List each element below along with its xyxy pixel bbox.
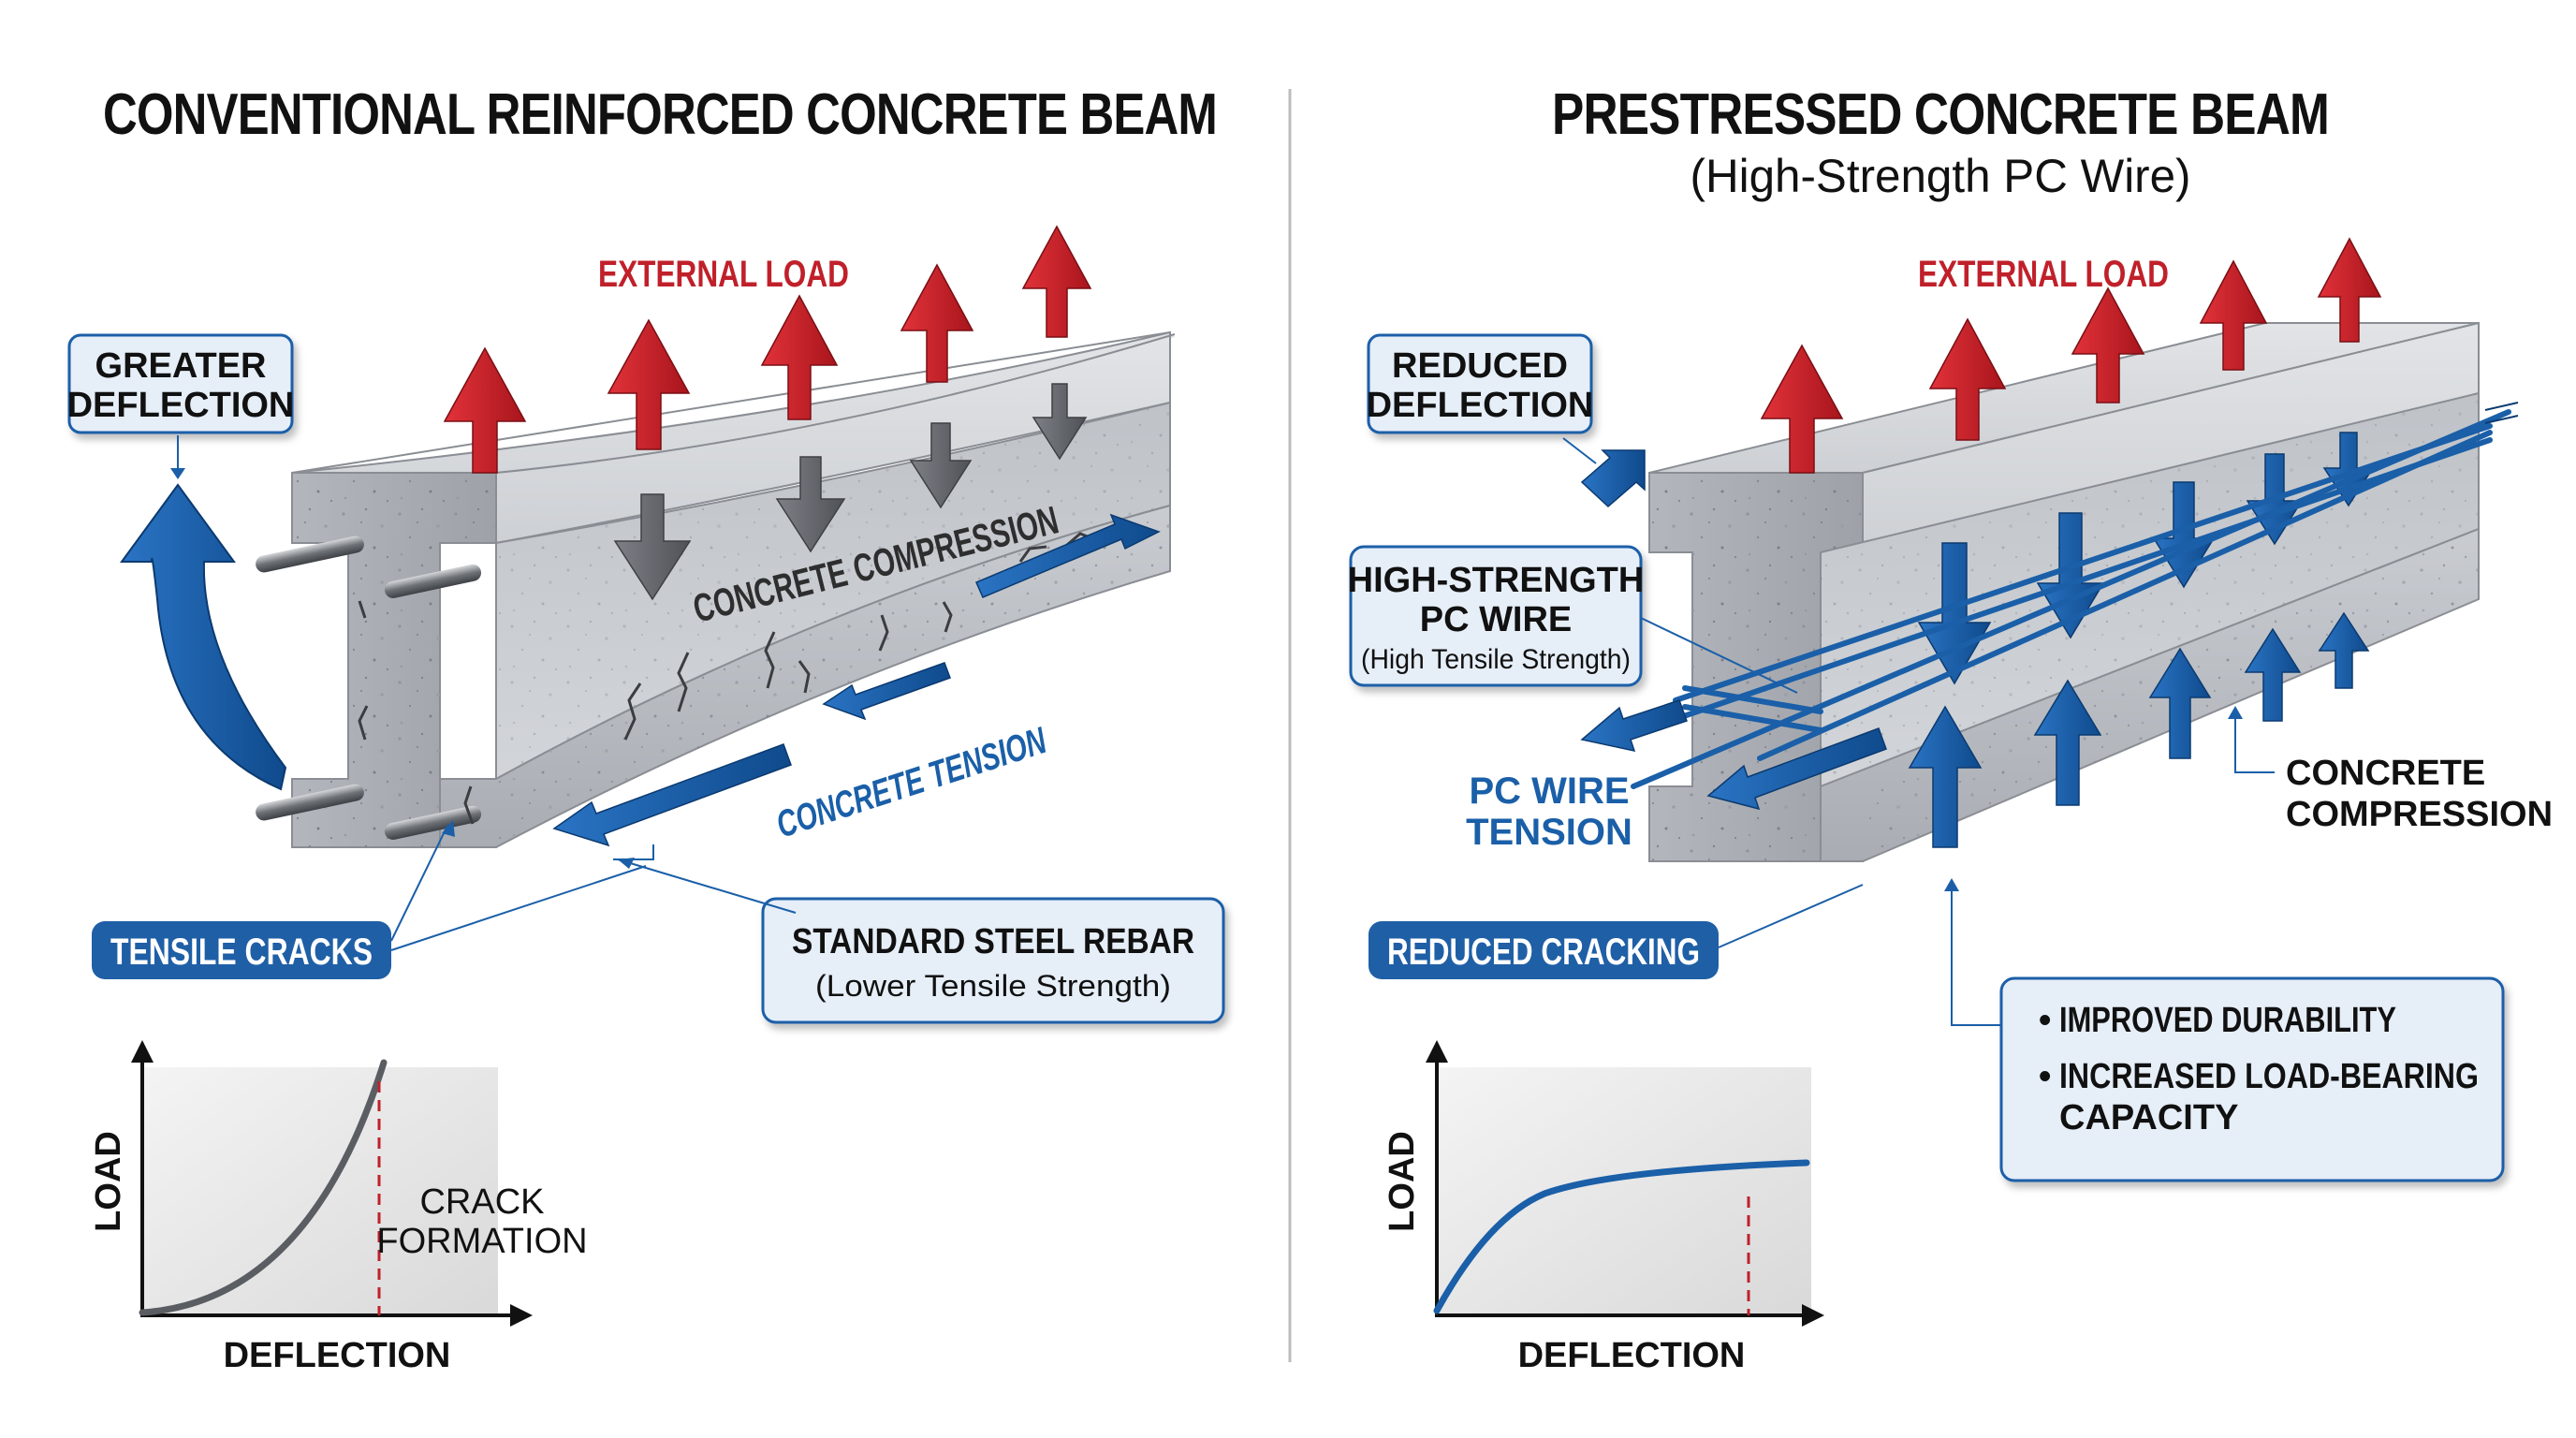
benefit-capacity: CAPACITY (2059, 1098, 2238, 1137)
gray-compression-arrow (775, 456, 846, 553)
right-load-deflection-graph: LOAD DEFLECTION (1383, 1040, 1824, 1375)
right-beam (1580, 237, 2519, 862)
left-load-deflection-graph: LOAD DEFLECTION CRACK FORMATION (89, 1040, 588, 1375)
pc-wire-tension-line1: PC WIRE (1469, 770, 1629, 812)
right-panel: PRESTRESSED CONCRETE BEAM (High-Strength… (1348, 82, 2553, 1375)
svg-text:•: • (2039, 1001, 2051, 1040)
reduced-deflection-arrow (1580, 449, 1646, 508)
left-external-load-arrows (443, 225, 1092, 474)
red-load-arrow (1021, 225, 1092, 338)
right-compression-line2: COMPRESSION (2286, 795, 2553, 834)
greater-deflection-callout: GREATER DEFLECTION (67, 333, 295, 479)
red-load-arrow (2071, 286, 2145, 404)
blue-tension-arrow (552, 743, 792, 847)
gray-compression-arrow (1032, 383, 1088, 461)
left-external-load-label: EXTERNAL LOAD (598, 254, 849, 295)
reduced-cracking-pill: REDUCED CRACKING (1368, 884, 1864, 979)
greater-deflection-line2: DEFLECTION (67, 386, 295, 425)
benefit-load-bearing: INCREASED LOAD-BEARING (2059, 1057, 2479, 1096)
blue-up-arrow (2318, 611, 2370, 689)
crack-formation-line1: CRACK (419, 1182, 544, 1222)
right-compression-callout: CONCRETE COMPRESSION (2228, 706, 2553, 834)
blue-tension-arrow (975, 513, 1161, 598)
right-upward-compression-arrows (1908, 611, 2370, 848)
right-graph-curve (1433, 1159, 1810, 1314)
gray-compression-arrow (909, 422, 973, 509)
pc-wire-tension-line2: TENSION (1466, 812, 1632, 853)
blue-up-arrow (2033, 679, 2102, 806)
reduced-deflection-callout: REDUCED DEFLECTION (1367, 333, 1646, 508)
benefits-callout: • IMPROVED DURABILITY • INCREASED LOAD-B… (1944, 878, 2505, 1182)
red-load-arrow (443, 346, 527, 474)
left-title: CONVENTIONAL REINFORCED CONCRETE BEAM (103, 82, 1217, 147)
reduced-cracking-label: REDUCED CRACKING (1387, 932, 1700, 973)
right-external-load-label: EXTERNAL LOAD (1918, 254, 2169, 295)
red-load-arrow (607, 318, 691, 450)
standard-rebar-callout: STANDARD STEEL REBAR (Lower Tensile Stre… (613, 844, 1225, 1024)
benefit-durability: IMPROVED DURABILITY (2059, 1001, 2396, 1040)
left-graph-xlabel: DEFLECTION (224, 1336, 451, 1375)
left-beam: CONCRETE COMPRESSION CONCRETE TENSION (256, 225, 1176, 848)
red-load-arrow (900, 263, 974, 383)
blue-tension-arrow (1706, 727, 1887, 811)
red-load-arrow (2199, 259, 2268, 371)
blue-tension-arrow (1580, 699, 1688, 753)
blue-down-arrow (1917, 542, 1992, 685)
svg-text:•: • (2039, 1057, 2051, 1096)
pc-wire-callout-line2: PC WIRE (1420, 600, 1573, 639)
right-graph-xlabel: DEFLECTION (1518, 1336, 1746, 1375)
gray-compression-arrow (613, 493, 692, 601)
right-title: PRESTRESSED CONCRETE BEAM (1552, 82, 2329, 147)
red-load-arrow (1928, 317, 2007, 441)
right-compression-line1: CONCRETE (2286, 754, 2485, 793)
left-compression-arrows (613, 383, 1088, 601)
red-load-arrow (760, 294, 839, 420)
right-subtitle: (High-Strength PC Wire) (1690, 150, 2191, 202)
red-load-arrow (2317, 237, 2382, 343)
right-graph-ylabel: LOAD (1383, 1131, 1422, 1232)
left-graph-ylabel: LOAD (89, 1131, 128, 1232)
rebar-callout-subtitle: (Lower Tensile Strength) (815, 969, 1171, 1003)
right-external-load-arrows (1760, 237, 2382, 474)
greater-deflection-curved-arrow (120, 483, 287, 791)
greater-deflection-line1: GREATER (95, 346, 267, 386)
tensile-cracks-pill: TENSILE CRACKS (92, 820, 647, 979)
left-rebar-rods (256, 536, 482, 840)
pc-wires (1631, 409, 2511, 789)
left-tension-arrows (552, 513, 1161, 847)
left-graph-curve (139, 1059, 388, 1316)
left-panel: CONVENTIONAL REINFORCED CONCRETE BEAM (67, 82, 1225, 1375)
blue-tension-arrow (822, 662, 951, 721)
crack-formation-line2: FORMATION (376, 1222, 587, 1261)
reduced-deflection-line2: DEFLECTION (1367, 386, 1594, 425)
left-tension-label: CONCRETE TENSION (771, 720, 1052, 846)
pc-wire-tension-arrows (1580, 699, 1887, 811)
pc-wire-callout-line1: HIGH-STRENGTH (1348, 561, 1645, 600)
blue-up-arrow (2244, 627, 2302, 722)
rebar-callout-title: STANDARD STEEL REBAR (792, 922, 1194, 961)
pc-wire-callout-line3: (High Tensile Strength) (1361, 644, 1631, 675)
pc-wire-callout: HIGH-STRENGTH PC WIRE (High Tensile Stre… (1348, 545, 1798, 694)
blue-up-arrow (1908, 705, 1983, 848)
tensile-cracks-label: TENSILE CRACKS (110, 932, 373, 973)
red-load-arrow (1760, 344, 1844, 474)
reduced-deflection-line1: REDUCED (1392, 346, 1568, 386)
blue-up-arrow (2148, 647, 2212, 759)
